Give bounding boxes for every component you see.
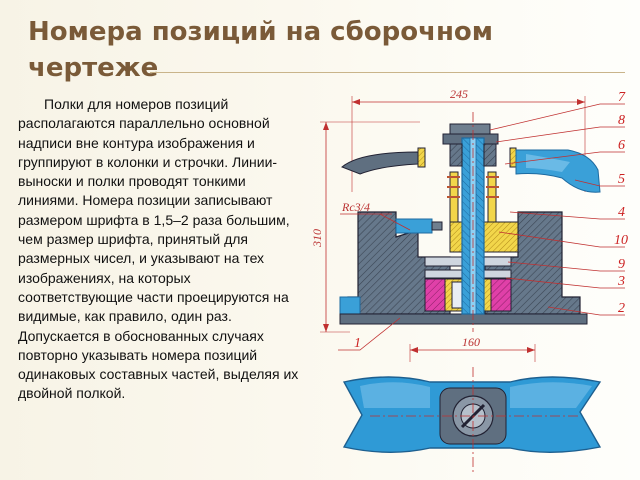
slide-title: Номера позиций на сборочном чертеже (28, 17, 494, 83)
leader-lines (338, 103, 625, 351)
top-view (342, 367, 602, 474)
thread-callout: Rc3/4 (340, 200, 411, 231)
body-paragraph: Полки для номеров позиций располагаются … (18, 96, 299, 402)
position-number-3: 3 (617, 274, 625, 289)
dimension-label-160: 160 (462, 335, 480, 349)
assembly-drawing: 245 310 (310, 87, 628, 474)
title-underline (150, 72, 625, 73)
position-number-10: 10 (614, 233, 628, 248)
position-number-7: 7 (618, 90, 626, 105)
position-number-8: 8 (618, 113, 625, 128)
clamp-handle (341, 147, 601, 193)
position-number-4: 4 (618, 205, 625, 220)
central-screw (442, 112, 499, 332)
dimension-310: 310 (310, 121, 420, 333)
position-number-1: 1 (354, 336, 361, 351)
position-number-2: 2 (618, 301, 625, 316)
dimension-160: 160 (409, 335, 536, 362)
position-number-6: 6 (618, 138, 625, 153)
position-number-5: 5 (618, 172, 625, 187)
thread-label: Rc3/4 (341, 200, 370, 214)
position-number-9: 9 (618, 257, 625, 272)
dimension-label-310: 310 (310, 229, 324, 248)
dimension-245: 245 (351, 87, 586, 192)
dimension-label-245: 245 (450, 87, 468, 101)
